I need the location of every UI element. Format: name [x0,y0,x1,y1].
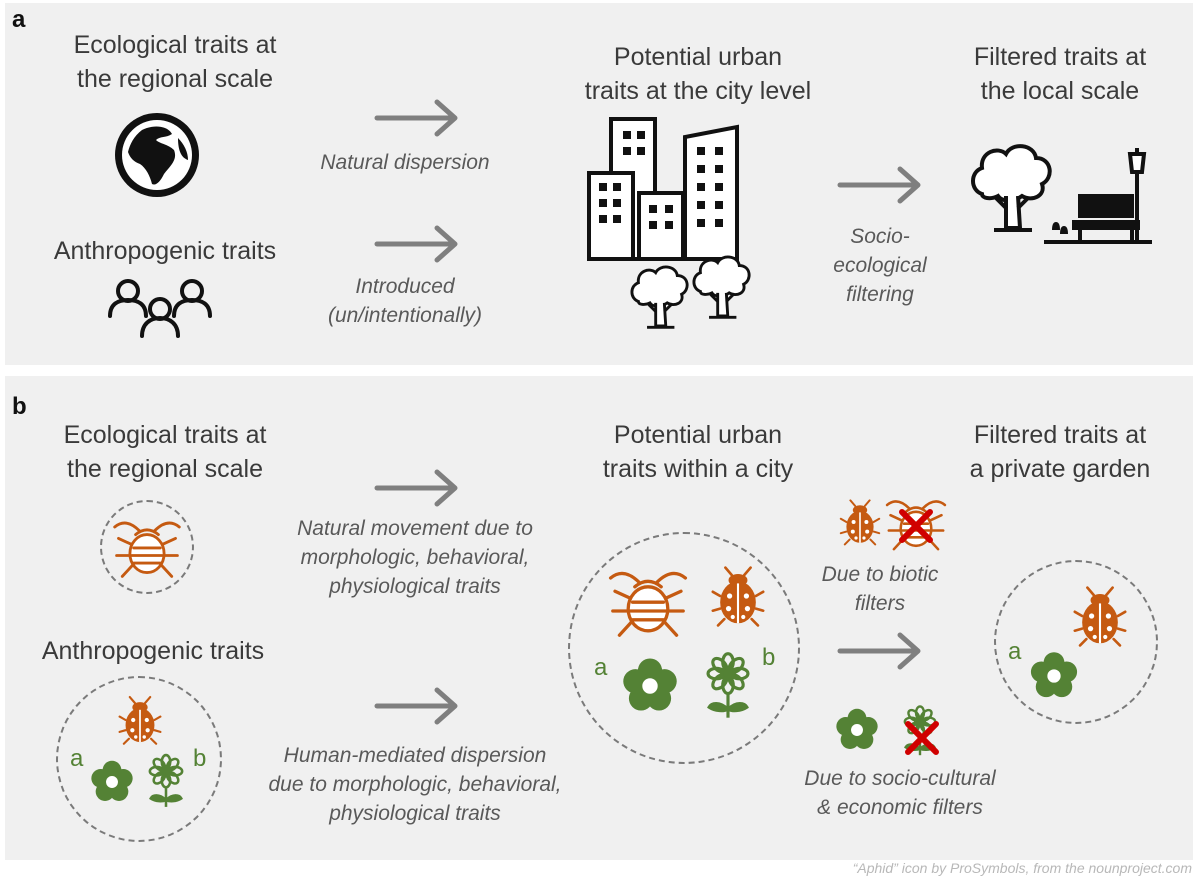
tree-icon-park [971,144,1052,232]
panel-b-socio-cultural: Due to socio-cultural & economic filters [804,767,996,819]
daisy-icon-city [706,652,750,720]
arrow-icon-natural-b [377,488,457,489]
flower-icon-socio [836,708,878,749]
panel-b-biotic: Due to biotic filters [821,563,939,615]
label-b-city: b [762,644,776,671]
city-buildings-icon [587,117,739,261]
arrow-icon-introduced-a [377,244,457,245]
panel-a-natural-dispersion: Natural dispersion [320,151,490,174]
city-circle [568,532,800,764]
panel-b-natural-movement: Natural movement due to morphologic, beh… [297,517,533,598]
panel-a-introduced: Introduced (un/intentionally) [327,275,483,327]
flower-icon-city [623,658,677,711]
arrow-icon-natural-a [377,118,457,119]
cross-icon-biotic [916,526,917,527]
panel-a-local-title: Filtered traits at the local scale [973,43,1147,105]
panel-a-regional-title: Ecological traits at the regional scale [73,31,277,93]
street-lamp-icon [1127,148,1147,242]
flower-icon [91,760,133,801]
regional-circle [100,500,194,594]
ladybug-icon-garden [1073,586,1127,647]
panel-a-letter: a [12,6,26,33]
ladybug-icon-biotic [839,499,881,546]
label-a-garden: a [1008,638,1022,665]
aphid-icon [113,521,181,578]
daisy-icon [148,753,184,809]
label-a-city: a [594,654,608,681]
panel-b-letter: b [12,393,27,420]
anthro-circle [56,676,222,842]
flower-icon-garden [1030,652,1078,698]
daisy-icon-socio [903,705,937,757]
panel-a-anthro-title: Anthropogenic traits [53,237,277,265]
ladybug-icon-city [711,566,765,627]
park-bench-icon [1044,194,1152,244]
cross-icon-socio [922,738,923,739]
label-a: a [70,745,84,772]
arrow-icon-filtering-a [840,185,920,186]
panel-a-filtering: Socio- ecological filtering [833,225,927,306]
panel-b-city-title: Potential urban traits within a city [602,421,794,483]
panel-a-city-title: Potential urban traits at the city level [584,43,812,105]
panel-b-garden-title: Filtered traits at a private garden [969,421,1151,483]
garden-circle [994,560,1158,724]
arrow-icon-human-b [377,706,457,707]
ladybug-icon [118,695,162,745]
arrow-icon-filter-b [840,651,920,652]
panel-b-anthro-title: Anthropogenic traits [41,637,265,665]
aphid-icon-city [608,571,688,637]
panel-b-human-mediated: Human-mediated dispersion due to morphol… [268,744,562,825]
panel-b-regional-title: Ecological traits at the regional scale [63,421,267,483]
people-icon [108,279,212,338]
tree-icon-city-left [630,265,689,329]
globe-icon [115,113,199,197]
tree-icon-city-right [692,255,751,319]
icon-credit: “Aphid” icon by ProSymbols, from the nou… [852,860,1192,876]
label-b: b [193,745,207,772]
